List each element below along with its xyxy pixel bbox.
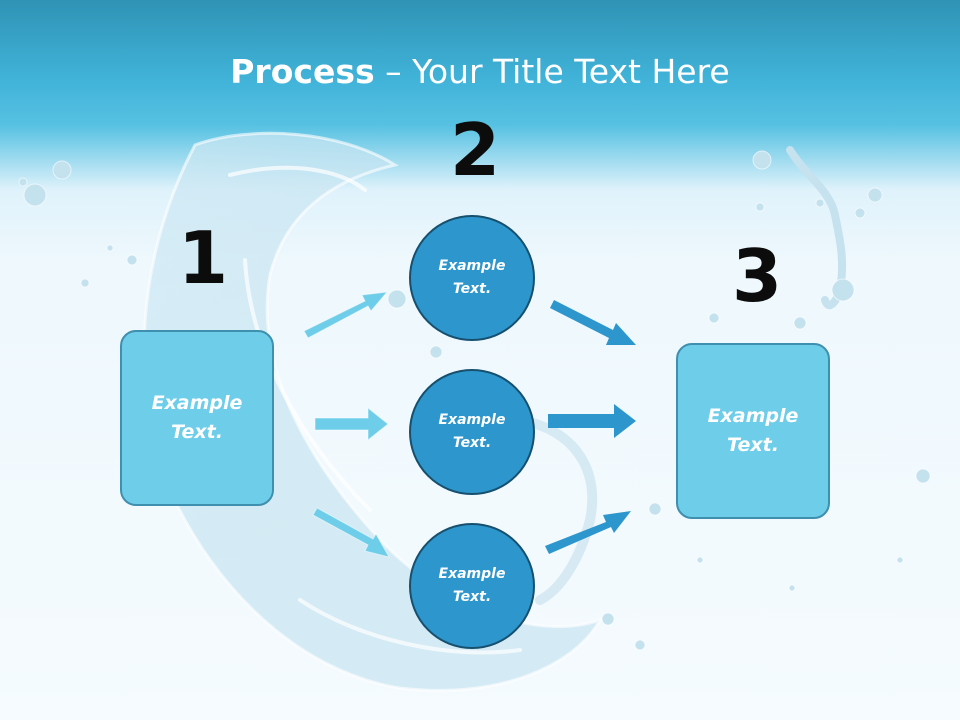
step-3-number: 3 [732, 234, 783, 318]
circle-bottom-text: Example Text. [438, 566, 506, 605]
step-1-box[interactable]: Example Text. [120, 330, 274, 506]
step-2-circle-bottom[interactable]: Example Text. [409, 523, 535, 649]
arrow-middle-to-3-icon [548, 404, 636, 438]
circle-top-text: Example Text. [438, 258, 506, 297]
arrow-top-to-3-icon [550, 300, 636, 345]
arrow-bottom-to-3-icon [545, 511, 631, 554]
step-3-box[interactable]: Example Text. [676, 343, 830, 519]
step-1-number: 1 [178, 216, 229, 300]
step-2-circle-top[interactable]: Example Text. [409, 215, 535, 341]
step-3-text: Example Text. [707, 405, 799, 456]
title-rest: – Your Title Text Here [374, 52, 730, 91]
arrow-1-to-middle-icon [314, 406, 389, 442]
circle-middle-text: Example Text. [438, 412, 506, 451]
step-2-circle-middle[interactable]: Example Text. [409, 369, 535, 495]
title-bold: Process [230, 52, 375, 91]
slide-title: Process – Your Title Text Here [0, 52, 960, 91]
arrow-1-to-top-icon [303, 291, 389, 339]
step-2-number: 2 [450, 108, 501, 192]
step-1-text: Example Text. [151, 392, 243, 443]
arrow-1-to-bottom-icon [312, 507, 391, 558]
